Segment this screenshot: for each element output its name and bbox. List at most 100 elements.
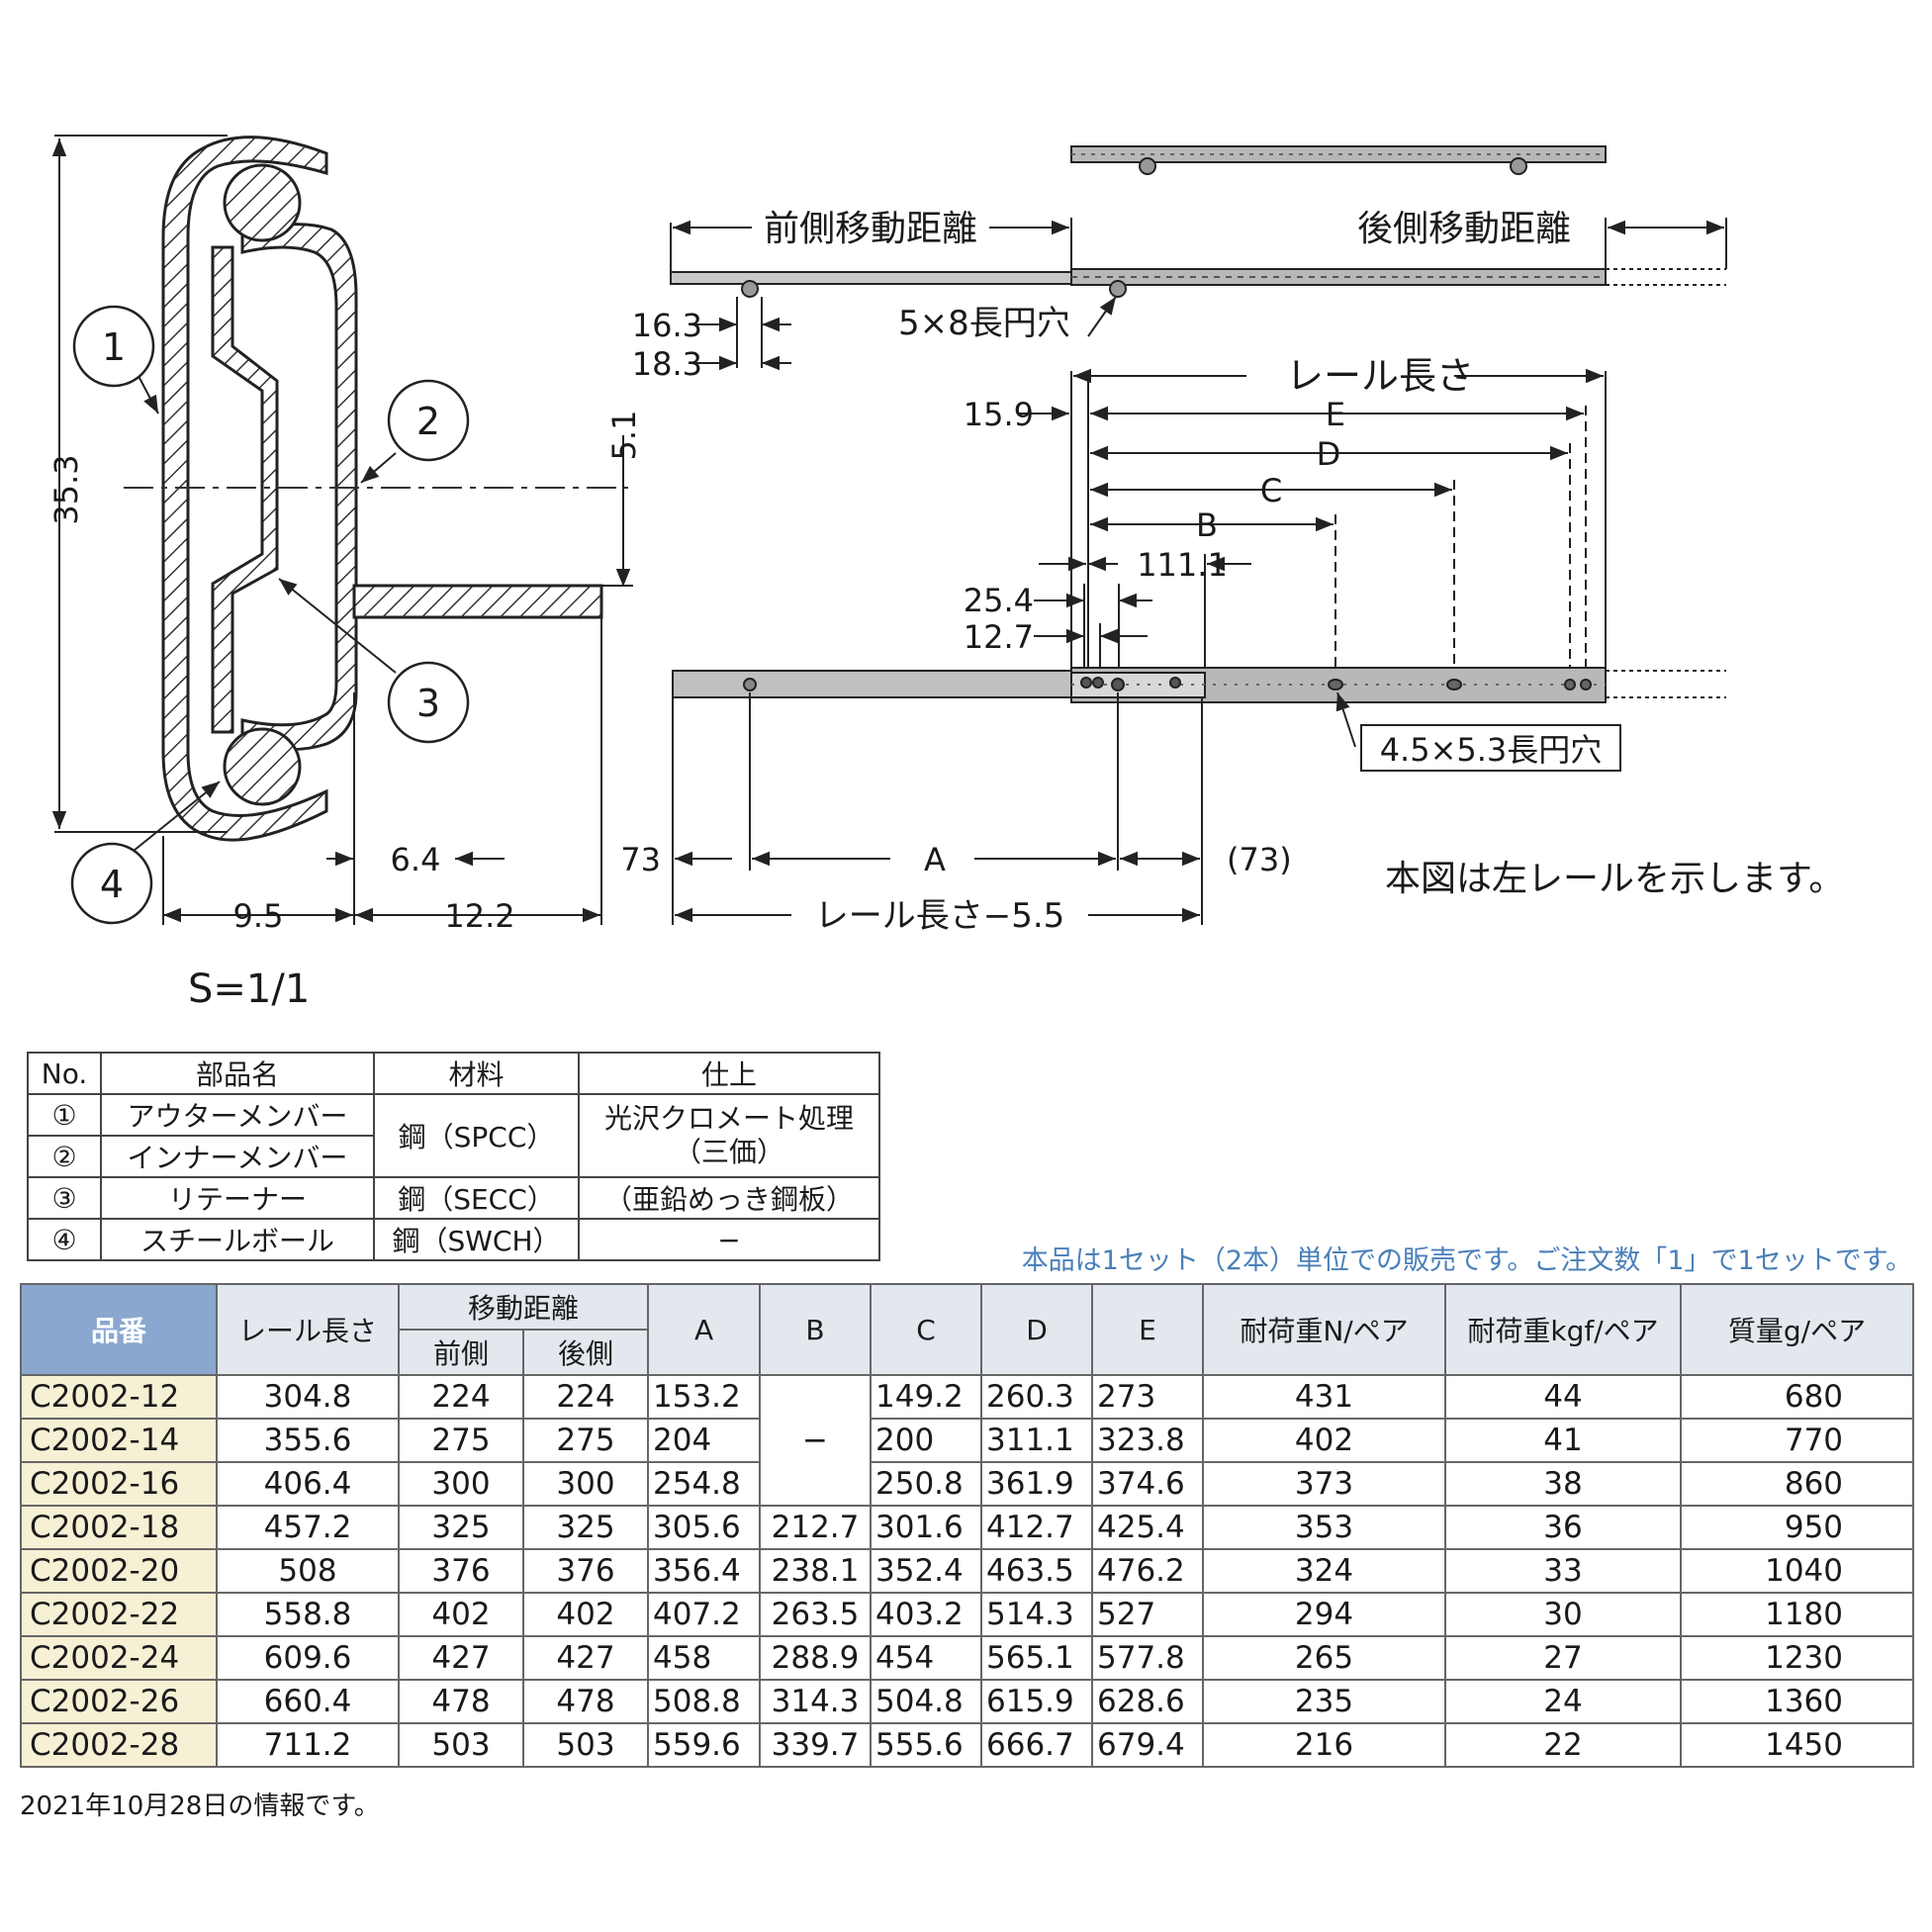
- part-no: ④: [27, 1218, 102, 1261]
- spec-subheader-row: 前側 後側: [21, 1329, 1913, 1376]
- part-material: 鋼（SWCH）: [373, 1218, 580, 1261]
- cell-rail-length: 304.8: [216, 1374, 400, 1420]
- sales-note: 本品は1セット（2本）単位での販売です。ご注文数「1」で1セットです。: [1021, 1245, 1912, 1276]
- cell-dim-d: 361.9: [980, 1461, 1094, 1507]
- cell-dim-b-dash: −: [759, 1374, 873, 1507]
- cell-mass: 680: [1680, 1374, 1915, 1420]
- top-view: [670, 145, 1726, 298]
- technical-drawing: 1 2 3 4 35.3 5.1 6.4 9.5 12.2 S=1/1 前側: [47, 135, 1844, 1009]
- parts-header-row: No. 部品名 材料 仕上: [27, 1052, 880, 1095]
- cell-travel-front: 427: [398, 1635, 524, 1681]
- cell-dim-a: 458: [647, 1635, 762, 1681]
- cell-dim-a: 407.2: [647, 1592, 762, 1637]
- parts-row: ③ リテーナー 鋼（SECC） （亜鉛めっき鋼板）: [27, 1176, 880, 1220]
- dim-width-a: 9.5: [233, 897, 284, 935]
- dim-E: E: [1326, 396, 1345, 433]
- cell-dim-b: 339.7: [759, 1722, 873, 1768]
- cell-load-kgf: 33: [1444, 1548, 1683, 1594]
- cell-load-n: 431: [1202, 1374, 1447, 1420]
- cell-part-number: C2002-12: [20, 1374, 218, 1420]
- header-part-no: 品番: [20, 1283, 218, 1376]
- outer-member: [161, 136, 328, 842]
- header-travel: 移動距離: [397, 1283, 650, 1331]
- cell-part-number: C2002-24: [20, 1635, 218, 1681]
- cell-dim-d: 412.7: [980, 1505, 1094, 1550]
- cell-part-number: C2002-26: [20, 1679, 218, 1724]
- cell-load-n: 324: [1202, 1548, 1447, 1594]
- cell-travel-rear: 478: [521, 1679, 650, 1724]
- cell-dim-a: 559.6: [647, 1722, 762, 1768]
- cell-rail-length: 406.4: [216, 1461, 400, 1507]
- cell-dim-a: 254.8: [647, 1461, 762, 1507]
- slot-label-side: 4.5×5.3長円穴: [1380, 731, 1603, 769]
- header-mass: 質量g/ペア: [1680, 1283, 1915, 1376]
- cell-dim-d: 514.3: [980, 1592, 1094, 1637]
- cell-dim-b: 212.7: [759, 1505, 873, 1550]
- retainer: [211, 245, 279, 734]
- steel-ball-top: [223, 163, 302, 242]
- cell-dim-c: 250.8: [870, 1461, 983, 1507]
- cell-travel-front: 325: [398, 1505, 524, 1550]
- spec-table: 品番 レール長さ 移動距離 A B C D E 耐荷重N/ペア 耐荷重kgf/ペ…: [20, 1283, 1915, 1768]
- cell-dim-c: 200: [870, 1418, 983, 1463]
- cell-dim-a: 153.2: [647, 1374, 762, 1420]
- part-finish: 光沢クロメート処理 （三価）: [578, 1093, 880, 1178]
- cell-part-number: C2002-14: [20, 1418, 218, 1463]
- cell-dim-e: 374.6: [1091, 1461, 1205, 1507]
- cell-dim-a: 305.6: [647, 1505, 762, 1550]
- header-rail-length: レール長さ: [216, 1283, 400, 1376]
- dim-B: B: [1196, 506, 1218, 544]
- header-load-kgf: 耐荷重kgf/ペア: [1444, 1283, 1683, 1376]
- cell-travel-front: 376: [398, 1548, 524, 1594]
- cell-dim-d: 565.1: [980, 1635, 1094, 1681]
- cell-travel-front: 300: [398, 1461, 524, 1507]
- parts-row: ① アウターメンバー 鋼（SPCC） 光沢クロメート処理 （三価）: [27, 1093, 880, 1178]
- header-A: A: [647, 1283, 762, 1376]
- cell-load-kgf: 27: [1444, 1635, 1683, 1681]
- cell-rail-length: 609.6: [216, 1635, 400, 1681]
- scale-label: S=1/1: [188, 966, 310, 1009]
- cell-dim-a: 508.8: [647, 1679, 762, 1724]
- part-name: アウターメンバー: [100, 1093, 375, 1137]
- dim-73: 73: [620, 841, 661, 878]
- cell-mass: 1040: [1680, 1548, 1915, 1594]
- cell-load-n: 265: [1202, 1635, 1447, 1681]
- cell-load-kgf: 22: [1444, 1722, 1683, 1768]
- dim-width-b: 12.2: [444, 897, 514, 935]
- part-name: スチールボール: [100, 1218, 375, 1261]
- cell-load-n: 402: [1202, 1418, 1447, 1463]
- part-material: 鋼（SPCC）: [373, 1093, 580, 1178]
- header-E: E: [1091, 1283, 1205, 1376]
- cell-load-n: 353: [1202, 1505, 1447, 1550]
- cell-load-kgf: 38: [1444, 1461, 1683, 1507]
- cell-dim-d: 311.1: [980, 1418, 1094, 1463]
- cell-rail-length: 355.6: [216, 1418, 400, 1463]
- header-front: 前側: [398, 1329, 524, 1376]
- header-B: B: [759, 1283, 873, 1376]
- cell-mass: 1230: [1680, 1635, 1915, 1681]
- spec-header-row: 品番 レール長さ 移動距離 A B C D E 耐荷重N/ペア 耐荷重kgf/ペ…: [20, 1283, 1915, 1376]
- cell-dim-c: 403.2: [870, 1592, 983, 1637]
- cell-mass: 1450: [1680, 1722, 1915, 1768]
- cell-travel-front: 503: [398, 1722, 524, 1768]
- cell-dim-e: 273: [1091, 1374, 1205, 1420]
- part-finish-line2: （三価）: [673, 1136, 784, 1168]
- cell-mass: 770: [1680, 1418, 1915, 1463]
- cell-rail-length: 711.2: [216, 1722, 400, 1768]
- cell-load-kgf: 44: [1444, 1374, 1683, 1420]
- cell-dim-d: 615.9: [980, 1679, 1094, 1724]
- cell-dim-e: 527: [1091, 1592, 1205, 1637]
- cell-dim-c: 149.2: [870, 1374, 983, 1420]
- left-rail-note: 本図は左レールを示します。: [1385, 859, 1844, 899]
- cell-mass: 950: [1680, 1505, 1915, 1550]
- callout-4: 4: [100, 863, 124, 906]
- dim-A: A: [924, 841, 946, 878]
- slot-label-box: [1360, 724, 1621, 772]
- cell-dim-b: 288.9: [759, 1635, 873, 1681]
- cell-dim-e: 476.2: [1091, 1548, 1205, 1594]
- cell-dim-a: 356.4: [647, 1548, 762, 1594]
- cell-travel-rear: 427: [521, 1635, 650, 1681]
